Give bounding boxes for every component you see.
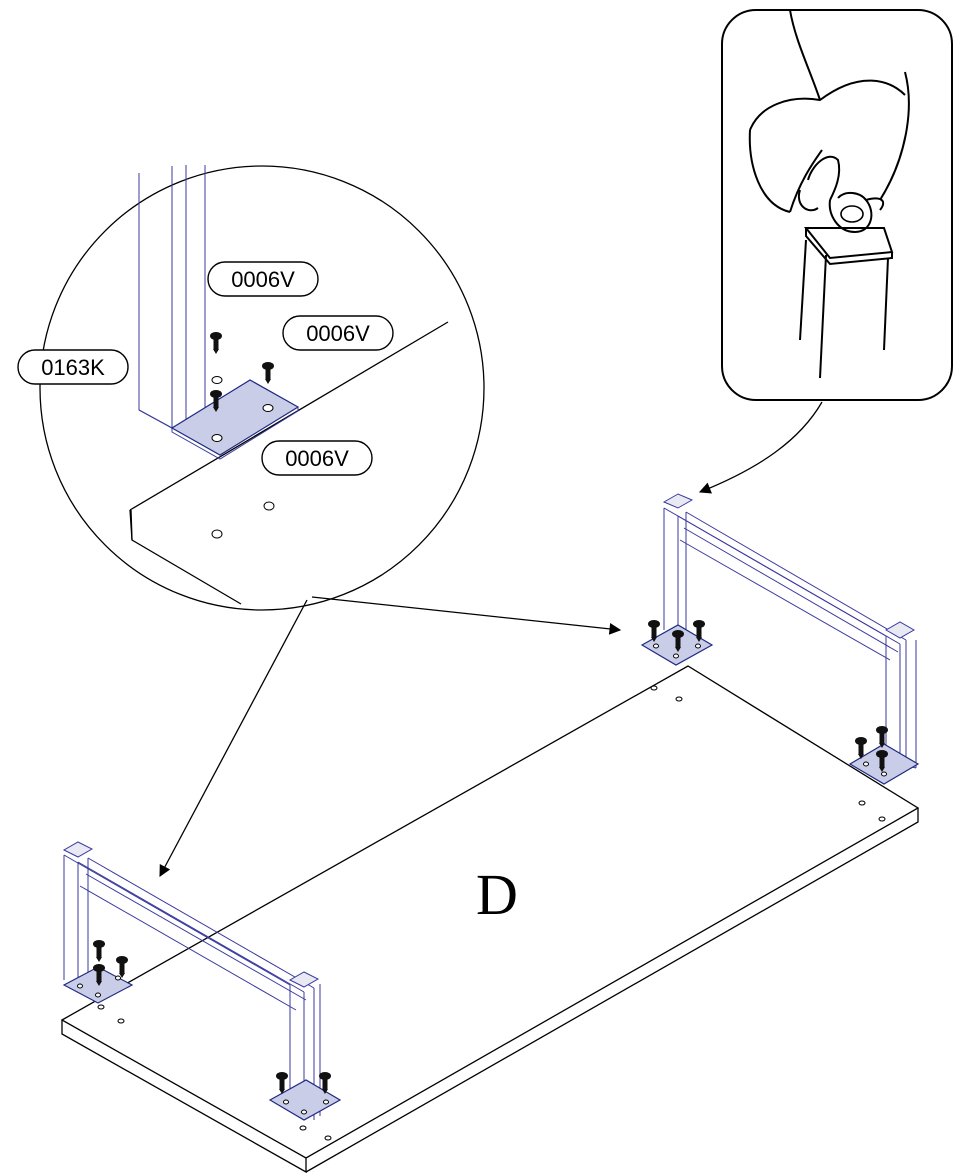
svg-text:0163K: 0163K	[41, 355, 105, 380]
svg-text:0006V: 0006V	[285, 446, 349, 471]
part-tag-0006v-top: 0006V	[207, 261, 319, 297]
arrow-icon	[159, 599, 308, 878]
part-tag-0006v-right: 0006V	[282, 315, 394, 351]
svg-text:0006V: 0006V	[231, 267, 295, 292]
screw-icon	[93, 940, 105, 962]
hand-cap-inset	[721, 9, 953, 401]
part-tag-0163k: 0163K	[17, 349, 129, 385]
leg-frame-right	[640, 493, 920, 785]
svg-text:0006V: 0006V	[306, 321, 370, 346]
hand-pressing-cap-icon	[748, 9, 910, 379]
panel-d: D	[60, 665, 920, 1174]
detail-circle	[39, 165, 485, 611]
arrow-icon	[698, 401, 823, 494]
panel-label: D	[476, 862, 518, 927]
leg-frame-left	[62, 841, 342, 1121]
part-tag-0006v-bottom: 0006V	[261, 440, 373, 476]
leader-arrows	[159, 401, 823, 878]
screw-icon	[116, 956, 128, 978]
arrow-icon	[311, 596, 622, 635]
